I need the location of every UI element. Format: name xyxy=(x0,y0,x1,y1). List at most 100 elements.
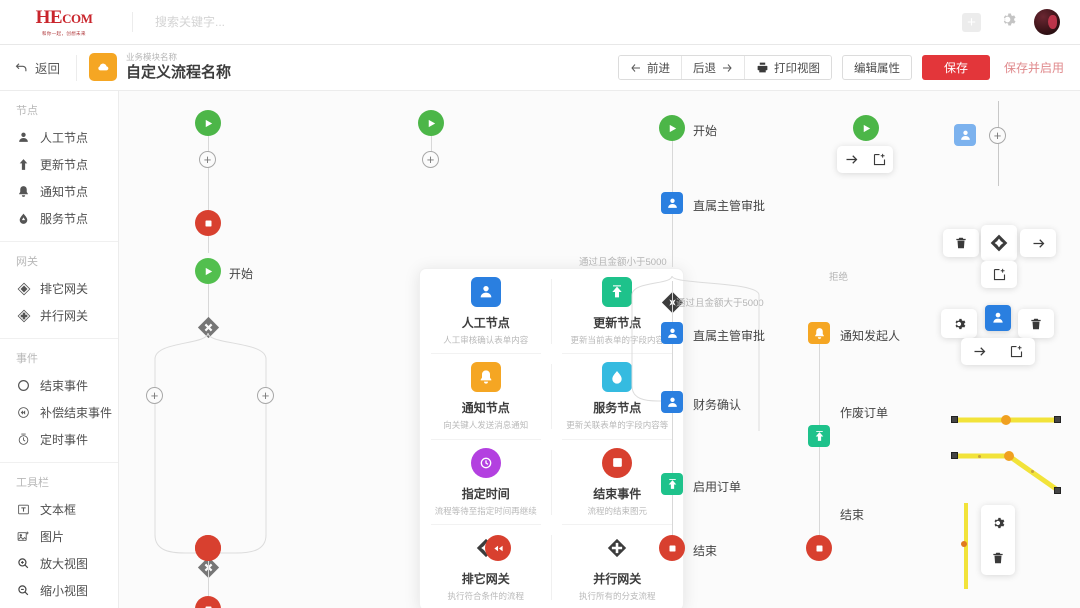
notify-node[interactable] xyxy=(808,322,830,344)
palette-item-manual-node[interactable]: 人工节点 人工审核确认表单内容 xyxy=(420,269,552,355)
palette-item-notify-node[interactable]: 通知节点 向关键人发送消息通知 xyxy=(420,354,552,440)
backward-button[interactable]: 后退 xyxy=(681,56,745,79)
add-icon[interactable]: + xyxy=(962,12,981,32)
start-node[interactable] xyxy=(659,115,685,141)
palette-item-update-node[interactable]: 更新节点 更新当前表单的字段内容 xyxy=(552,269,684,355)
connector-endpoint-handle[interactable] xyxy=(1054,487,1061,494)
add-node-button[interactable]: + xyxy=(989,127,1006,144)
save-and-enable-button[interactable]: 保存并启用 xyxy=(1003,61,1064,75)
avatar[interactable] xyxy=(1034,9,1060,35)
trash-icon[interactable] xyxy=(1022,310,1050,337)
node-hover-toolbar[interactable] xyxy=(837,146,893,173)
save-button[interactable]: 保存 xyxy=(921,55,990,80)
end-node[interactable] xyxy=(195,210,221,236)
connector-small-handle[interactable] xyxy=(1031,470,1034,473)
connector-line xyxy=(819,447,820,545)
node-palette-popup[interactable]: 人工节点 人工审核确认表单内容 更新节点 更新当前表单的字段内容 通知节点 向关… xyxy=(419,268,684,608)
play-icon xyxy=(669,124,676,132)
add-shape-toolbar[interactable] xyxy=(981,261,1017,288)
end-node[interactable] xyxy=(195,596,221,608)
trash-icon[interactable] xyxy=(947,230,975,257)
add-node-button[interactable]: + xyxy=(422,151,439,168)
add-shape-icon[interactable] xyxy=(1003,338,1031,365)
trash-icon[interactable] xyxy=(984,544,1012,571)
rewind-button[interactable] xyxy=(485,535,511,561)
sidebar-item-update-node[interactable]: 更新节点 xyxy=(0,151,118,178)
manual-node-approve2[interactable] xyxy=(661,322,683,344)
enable-order-label: 启用订单 xyxy=(693,480,742,494)
sidebar-item-manual-node[interactable]: 人工节点 xyxy=(0,124,118,151)
gear-icon[interactable] xyxy=(945,310,973,337)
connector-endpoint-handle[interactable] xyxy=(1054,416,1061,423)
sidebar-item-notify-node[interactable]: 通知节点 xyxy=(0,178,118,205)
sidebar-item-compensate-end-event[interactable]: 补偿结束事件 xyxy=(0,399,118,426)
sidebar-item-timer-event[interactable]: 定时事件 xyxy=(0,426,118,453)
up-arrow-icon xyxy=(668,478,676,489)
arrow-right-icon[interactable] xyxy=(1024,230,1052,257)
palette-item-desc: 执行符合条件的流程 xyxy=(447,590,524,601)
start-node[interactable] xyxy=(195,258,221,284)
node-actions-toolbar[interactable] xyxy=(961,338,1035,365)
add-node-button[interactable]: + xyxy=(257,387,274,404)
gateway-node-demo[interactable] xyxy=(981,225,1017,261)
flow-canvas[interactable]: + 开始 + + xyxy=(119,91,1080,608)
end-node[interactable] xyxy=(195,535,221,561)
palette-item-parallel-gateway[interactable]: 并行网关 执行所有的分支流程 xyxy=(552,525,684,608)
update-node-void-order[interactable] xyxy=(808,425,830,447)
sub-toolbar: 返回 业务模块名称 自定义流程名称 前进 xyxy=(0,45,1080,91)
sidebar-item-parallel-gateway[interactable]: 并行网关 xyxy=(0,302,118,329)
add-node-button[interactable]: + xyxy=(199,151,216,168)
manual-node-demo[interactable] xyxy=(954,124,976,146)
end-node[interactable] xyxy=(806,535,832,561)
brand-logo[interactable]: HECOM 和你一起，创想未来 xyxy=(0,8,120,37)
selected-connector-vertical[interactable] xyxy=(959,501,973,596)
connector-endpoint-handle[interactable] xyxy=(951,416,958,423)
selected-connector-straight[interactable] xyxy=(951,413,1061,432)
sidebar-section-nodes: 节点 人工节点 更新节点 通知节点 xyxy=(0,91,118,242)
palette-item-timer-node[interactable]: 指定时间 流程等待至指定时间再继续 xyxy=(420,440,552,526)
back-button[interactable]: 返回 xyxy=(0,58,76,77)
sidebar-item-zoom-in[interactable]: 放大视图 xyxy=(0,550,118,577)
sidebar-item-zoom-out[interactable]: 缩小视图 xyxy=(0,577,118,604)
gear-icon[interactable] xyxy=(999,11,1016,33)
palette-item-end-event[interactable]: 结束事件 流程的结束图元 xyxy=(552,440,684,526)
branch-connectors xyxy=(154,332,267,554)
add-node-button[interactable]: + xyxy=(146,387,163,404)
arrow-right-icon[interactable] xyxy=(837,146,865,173)
connector-mid-handle[interactable] xyxy=(1004,451,1014,461)
edit-properties-button[interactable]: 编辑属性 xyxy=(841,55,912,80)
start-node[interactable] xyxy=(195,110,221,136)
sidebar-item-end-event[interactable]: 结束事件 xyxy=(0,372,118,399)
sidebar-item-service-node[interactable]: 服务节点 xyxy=(0,205,118,232)
forward-button[interactable]: 前进 xyxy=(618,56,682,79)
arrow-right-icon[interactable] xyxy=(966,338,994,365)
connector-endpoint-handle[interactable] xyxy=(951,452,958,459)
print-view-button[interactable]: 打印视图 xyxy=(744,56,831,79)
sidebar-item-exclusive-gateway[interactable]: 排它网关 xyxy=(0,275,118,302)
sidebar-item-help[interactable]: ? 查看帮助 xyxy=(0,604,118,608)
add-shape-icon[interactable] xyxy=(985,261,1013,288)
delete-toolbar[interactable] xyxy=(1018,309,1054,338)
palette-item-service-node[interactable]: 服务节点 更新关联表单的字段内容等 xyxy=(552,354,684,440)
connector-mid-handle[interactable] xyxy=(1001,415,1011,425)
add-shape-icon[interactable] xyxy=(865,146,893,173)
end-node[interactable] xyxy=(659,535,685,561)
person-icon xyxy=(470,277,501,308)
settings-toolbar[interactable] xyxy=(941,309,977,338)
selected-connector-bent[interactable] xyxy=(951,449,1066,504)
start-node[interactable] xyxy=(418,110,444,136)
search-input[interactable] xyxy=(155,15,415,29)
manual-node-approve1[interactable] xyxy=(661,192,683,214)
manual-node-selected[interactable] xyxy=(985,305,1011,331)
connector-small-handle[interactable] xyxy=(978,455,981,458)
gear-icon[interactable] xyxy=(984,509,1012,536)
start-node-demo[interactable] xyxy=(853,115,879,141)
connector-toolbar[interactable] xyxy=(981,505,1015,575)
sidebar-item-image[interactable]: 图片 xyxy=(0,523,118,550)
delete-toolbar[interactable] xyxy=(943,229,979,257)
sidebar-item-textbox[interactable]: 文本框 xyxy=(0,496,118,523)
arrow-toolbar[interactable] xyxy=(1020,229,1056,257)
manual-node-finance[interactable] xyxy=(661,391,683,413)
update-node-enable-order[interactable] xyxy=(661,473,683,495)
connector-mid-handle[interactable] xyxy=(961,541,967,547)
